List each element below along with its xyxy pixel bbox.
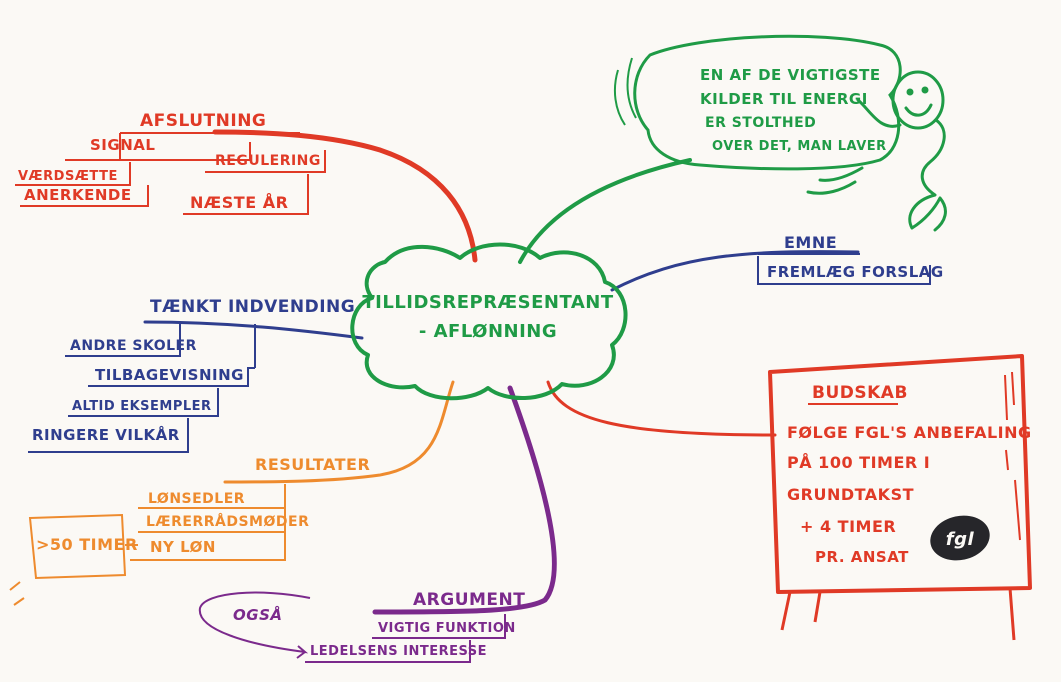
anerkende-bracket	[20, 185, 149, 207]
budskab-line5: PR. ANSAT	[815, 548, 909, 566]
timer-box	[28, 513, 127, 580]
argument-title: ARGUMENT	[413, 590, 525, 610]
budskab-line2: PÅ 100 TIMER I	[787, 453, 930, 472]
resultater-ny-loen: NY LØN	[150, 538, 216, 556]
taenkt-title: TÆNKT INDVENDING	[150, 297, 355, 317]
argument-ogsaa: OGSÅ	[233, 605, 282, 624]
quote-bubble	[633, 34, 902, 171]
budskab-board-shading	[1004, 371, 1021, 541]
budskab-title: BUDSKAB	[812, 383, 908, 403]
resultater-title: RESULTATER	[255, 455, 370, 474]
argument-vigtig-funktion: VIGTIG FUNKTION	[378, 621, 516, 636]
resultater-laererraadsmoeder: LÆRERRÅDSMØDER	[146, 513, 309, 530]
resultater-loensedler: LØNSEDLER	[148, 491, 245, 507]
tilbagevisning-bracket	[88, 367, 255, 387]
taenkt-andre-skoler: ANDRE SKOLER	[70, 338, 197, 354]
ringere-vilkaar-bracket	[28, 418, 189, 453]
fgl-logo-text: fgl	[946, 529, 975, 550]
signal-bracket	[65, 142, 251, 161]
fgl-logo: fgl	[930, 515, 990, 561]
taenkt-tilbagevisning: TILBAGEVISNING	[95, 366, 244, 384]
connector-budskab	[546, 380, 777, 437]
budskab-line1: FØLGE FGL'S ANBEFALING	[787, 423, 1032, 442]
quote-line4: OVER DET, MAN LAVER	[712, 139, 887, 154]
taenkt-ringere-vilkaar: RINGERE VILKÅR	[32, 425, 180, 444]
altid-eksempler-bracket	[68, 388, 219, 417]
center-title-line2: - AFLØNNING	[419, 321, 557, 342]
afslutning-signal: SIGNAL	[90, 136, 155, 154]
afslutning-regulering: REGULERING	[215, 153, 321, 169]
argument-ledelsens-interesse: LEDELSENS INTERESSE	[310, 644, 487, 659]
afslutning-vaerdsaette: VÆRDSÆTTE	[18, 169, 118, 184]
budskab-line3: GRUNDTAKST	[787, 485, 914, 504]
ny-loen-bracket	[130, 532, 286, 561]
fremlaeg-bracket	[757, 256, 931, 285]
afslutning-title: AFSLUTNING	[140, 111, 266, 131]
quote-line2: KILDER TIL ENERGI	[700, 90, 868, 108]
center-title-line1: TILLIDSREPRÆSENTANT	[362, 292, 613, 313]
naeste-aar-bracket	[183, 174, 309, 215]
center-cloud	[350, 242, 628, 401]
budskab-board-legs	[780, 587, 1016, 641]
regulering-bracket	[205, 150, 326, 173]
stick-figure-icon	[806, 70, 947, 232]
andre-skoler-bracket	[65, 324, 181, 357]
budskab-board	[768, 354, 1032, 594]
quote-motion-lines	[613, 57, 637, 126]
quote-line3: ER STOLTHED	[705, 115, 816, 131]
connector-resultater	[223, 380, 455, 484]
afslutning-anerkende: ANERKENDE	[24, 186, 132, 204]
taenkt-altid-eksempler: ALTID EKSEMPLER	[72, 399, 212, 414]
emne-fremlaeg-forslag: FREMLÆG FORSLAG	[767, 263, 944, 281]
ogsaa-arrow	[198, 591, 311, 659]
connector-quote	[518, 158, 692, 264]
vaerdsaette-bracket	[15, 162, 131, 186]
connector-taenkt	[143, 320, 364, 340]
connector-argument	[372, 385, 557, 615]
ledelsens-bracket	[305, 640, 471, 663]
resultater-timer: >50 TIMER	[36, 535, 138, 554]
resultater-sparks	[9, 581, 25, 606]
budskab-line4: + 4 TIMER	[800, 517, 896, 536]
vigtig-bracket	[372, 614, 506, 639]
emne-title: EMNE	[784, 233, 837, 252]
afslutning-naeste-aar: NÆSTE ÅR	[190, 193, 288, 212]
quote-line1: EN AF DE VIGTIGSTE	[700, 66, 881, 84]
connector-emne	[610, 250, 860, 292]
